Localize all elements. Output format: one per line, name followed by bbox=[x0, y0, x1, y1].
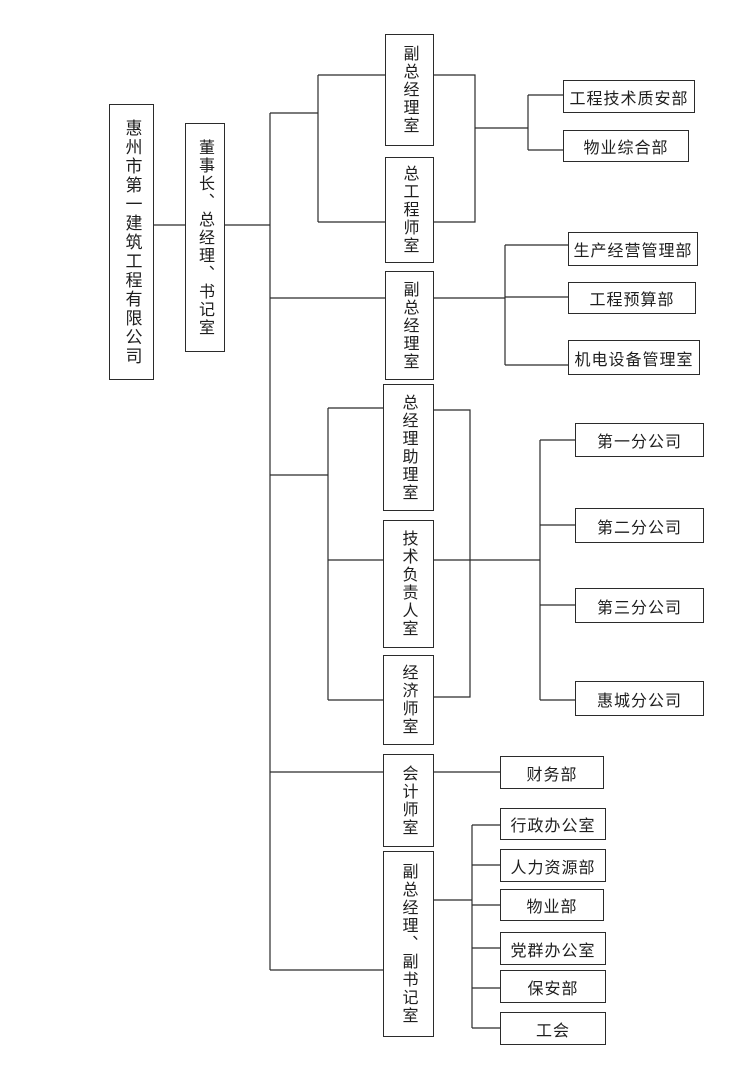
accountant-office-box: 会计师室 bbox=[383, 754, 434, 847]
dept-hr: 人力资源部 bbox=[500, 849, 606, 882]
vice-gm-deputy-secretary-office-box: 副总经理、副书记室 bbox=[383, 851, 434, 1037]
dept-mech-elec: 机电设备管理室 bbox=[568, 340, 700, 375]
vice-gm-office-1-box: 副总经理室 bbox=[385, 34, 434, 146]
branch-huicheng: 惠城分公司 bbox=[575, 681, 704, 716]
dept-union: 工会 bbox=[500, 1012, 606, 1045]
dept-admin-office: 行政办公室 bbox=[500, 808, 606, 840]
chairman-office-box: 董事长、总经理、书记室 bbox=[185, 123, 225, 352]
dept-property: 物业部 bbox=[500, 889, 604, 921]
branch-third: 第三分公司 bbox=[575, 588, 704, 623]
dept-finance: 财务部 bbox=[500, 756, 604, 789]
dept-production-ops: 生产经营管理部 bbox=[568, 232, 698, 266]
vice-gm-office-2-box: 副总经理室 bbox=[385, 271, 434, 380]
branch-first: 第一分公司 bbox=[575, 423, 704, 457]
group3-right-bracket bbox=[434, 409, 471, 698]
dept-eng-quality-safety: 工程技术质安部 bbox=[563, 80, 695, 113]
dept-eng-budget: 工程预算部 bbox=[568, 282, 696, 314]
economist-office-box: 经济师室 bbox=[383, 655, 434, 745]
root-company-box: 惠州市第一建筑工程有限公司 bbox=[109, 104, 154, 380]
dept-security: 保安部 bbox=[500, 970, 606, 1003]
branch-second: 第二分公司 bbox=[575, 508, 704, 543]
group1-right-bracket bbox=[434, 74, 476, 223]
gm-assistant-office-box: 总经理助理室 bbox=[383, 384, 434, 511]
chief-engineer-office-box: 总工程师室 bbox=[385, 157, 434, 263]
dept-party-mass-office: 党群办公室 bbox=[500, 932, 606, 965]
tech-lead-office-box: 技术负责人室 bbox=[383, 520, 434, 648]
dept-property-general: 物业综合部 bbox=[563, 130, 689, 162]
